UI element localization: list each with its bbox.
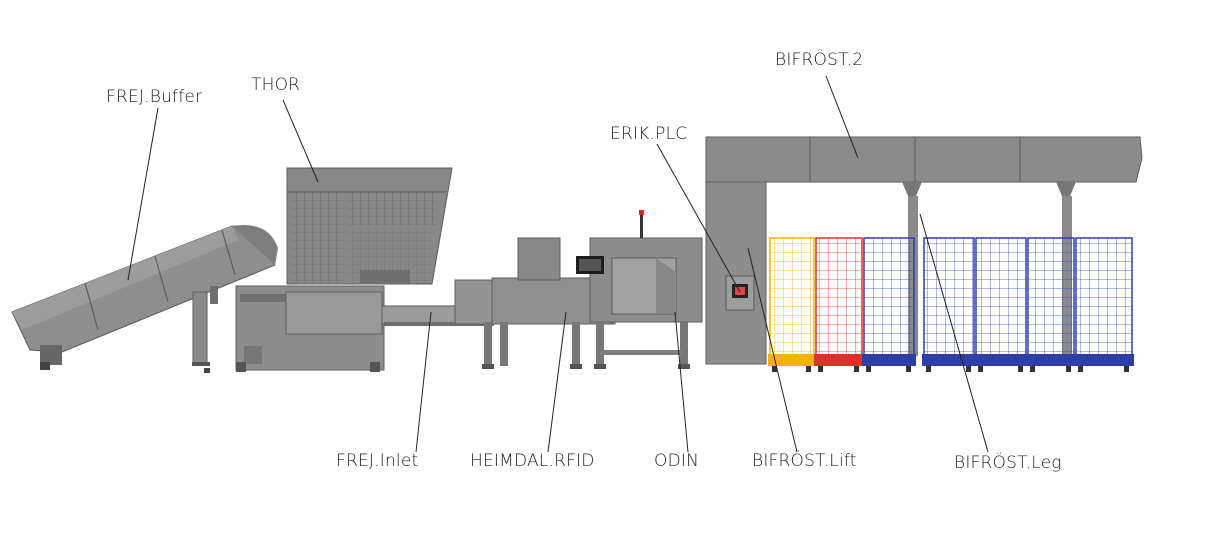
label-erik-plc: ERIK.PLC — [610, 124, 688, 144]
label-thor: THOR — [251, 75, 301, 95]
leader-thor — [282, 99, 319, 183]
leader-bifrost-leg — [919, 213, 989, 453]
roll-carts — [768, 237, 1134, 372]
bifrost-structure — [705, 136, 1143, 365]
label-odin: ODIN — [654, 451, 700, 471]
leader-heimdal-rfid — [547, 311, 567, 453]
leader-erik-plc — [656, 143, 741, 293]
leader-lines — [127, 75, 989, 453]
leader-bifrost-lift — [747, 247, 798, 453]
signal-beacon-icon — [640, 212, 643, 238]
label-frej-buffer: FREJ.Buffer — [106, 87, 203, 107]
leader-frej-inlet — [415, 311, 432, 453]
label-bifrost-2: BIFRÖST.2 — [775, 50, 864, 70]
label-bifrost-leg: BIFRÖST.Leg — [954, 453, 1062, 473]
leader-bifrost-2 — [825, 75, 859, 159]
label-bifrost-lift: BIFRÖST.Lift — [752, 451, 857, 471]
thor-unit — [235, 167, 453, 372]
label-heimdal-rfid: HEIMDAL.RFID — [470, 451, 595, 471]
frej-buffer-conveyor — [11, 224, 278, 373]
leader-odin — [674, 311, 689, 453]
leader-frej-buffer — [127, 107, 159, 281]
odin-unit — [576, 210, 703, 369]
label-frej-inlet: FREJ.Inlet — [336, 451, 419, 471]
